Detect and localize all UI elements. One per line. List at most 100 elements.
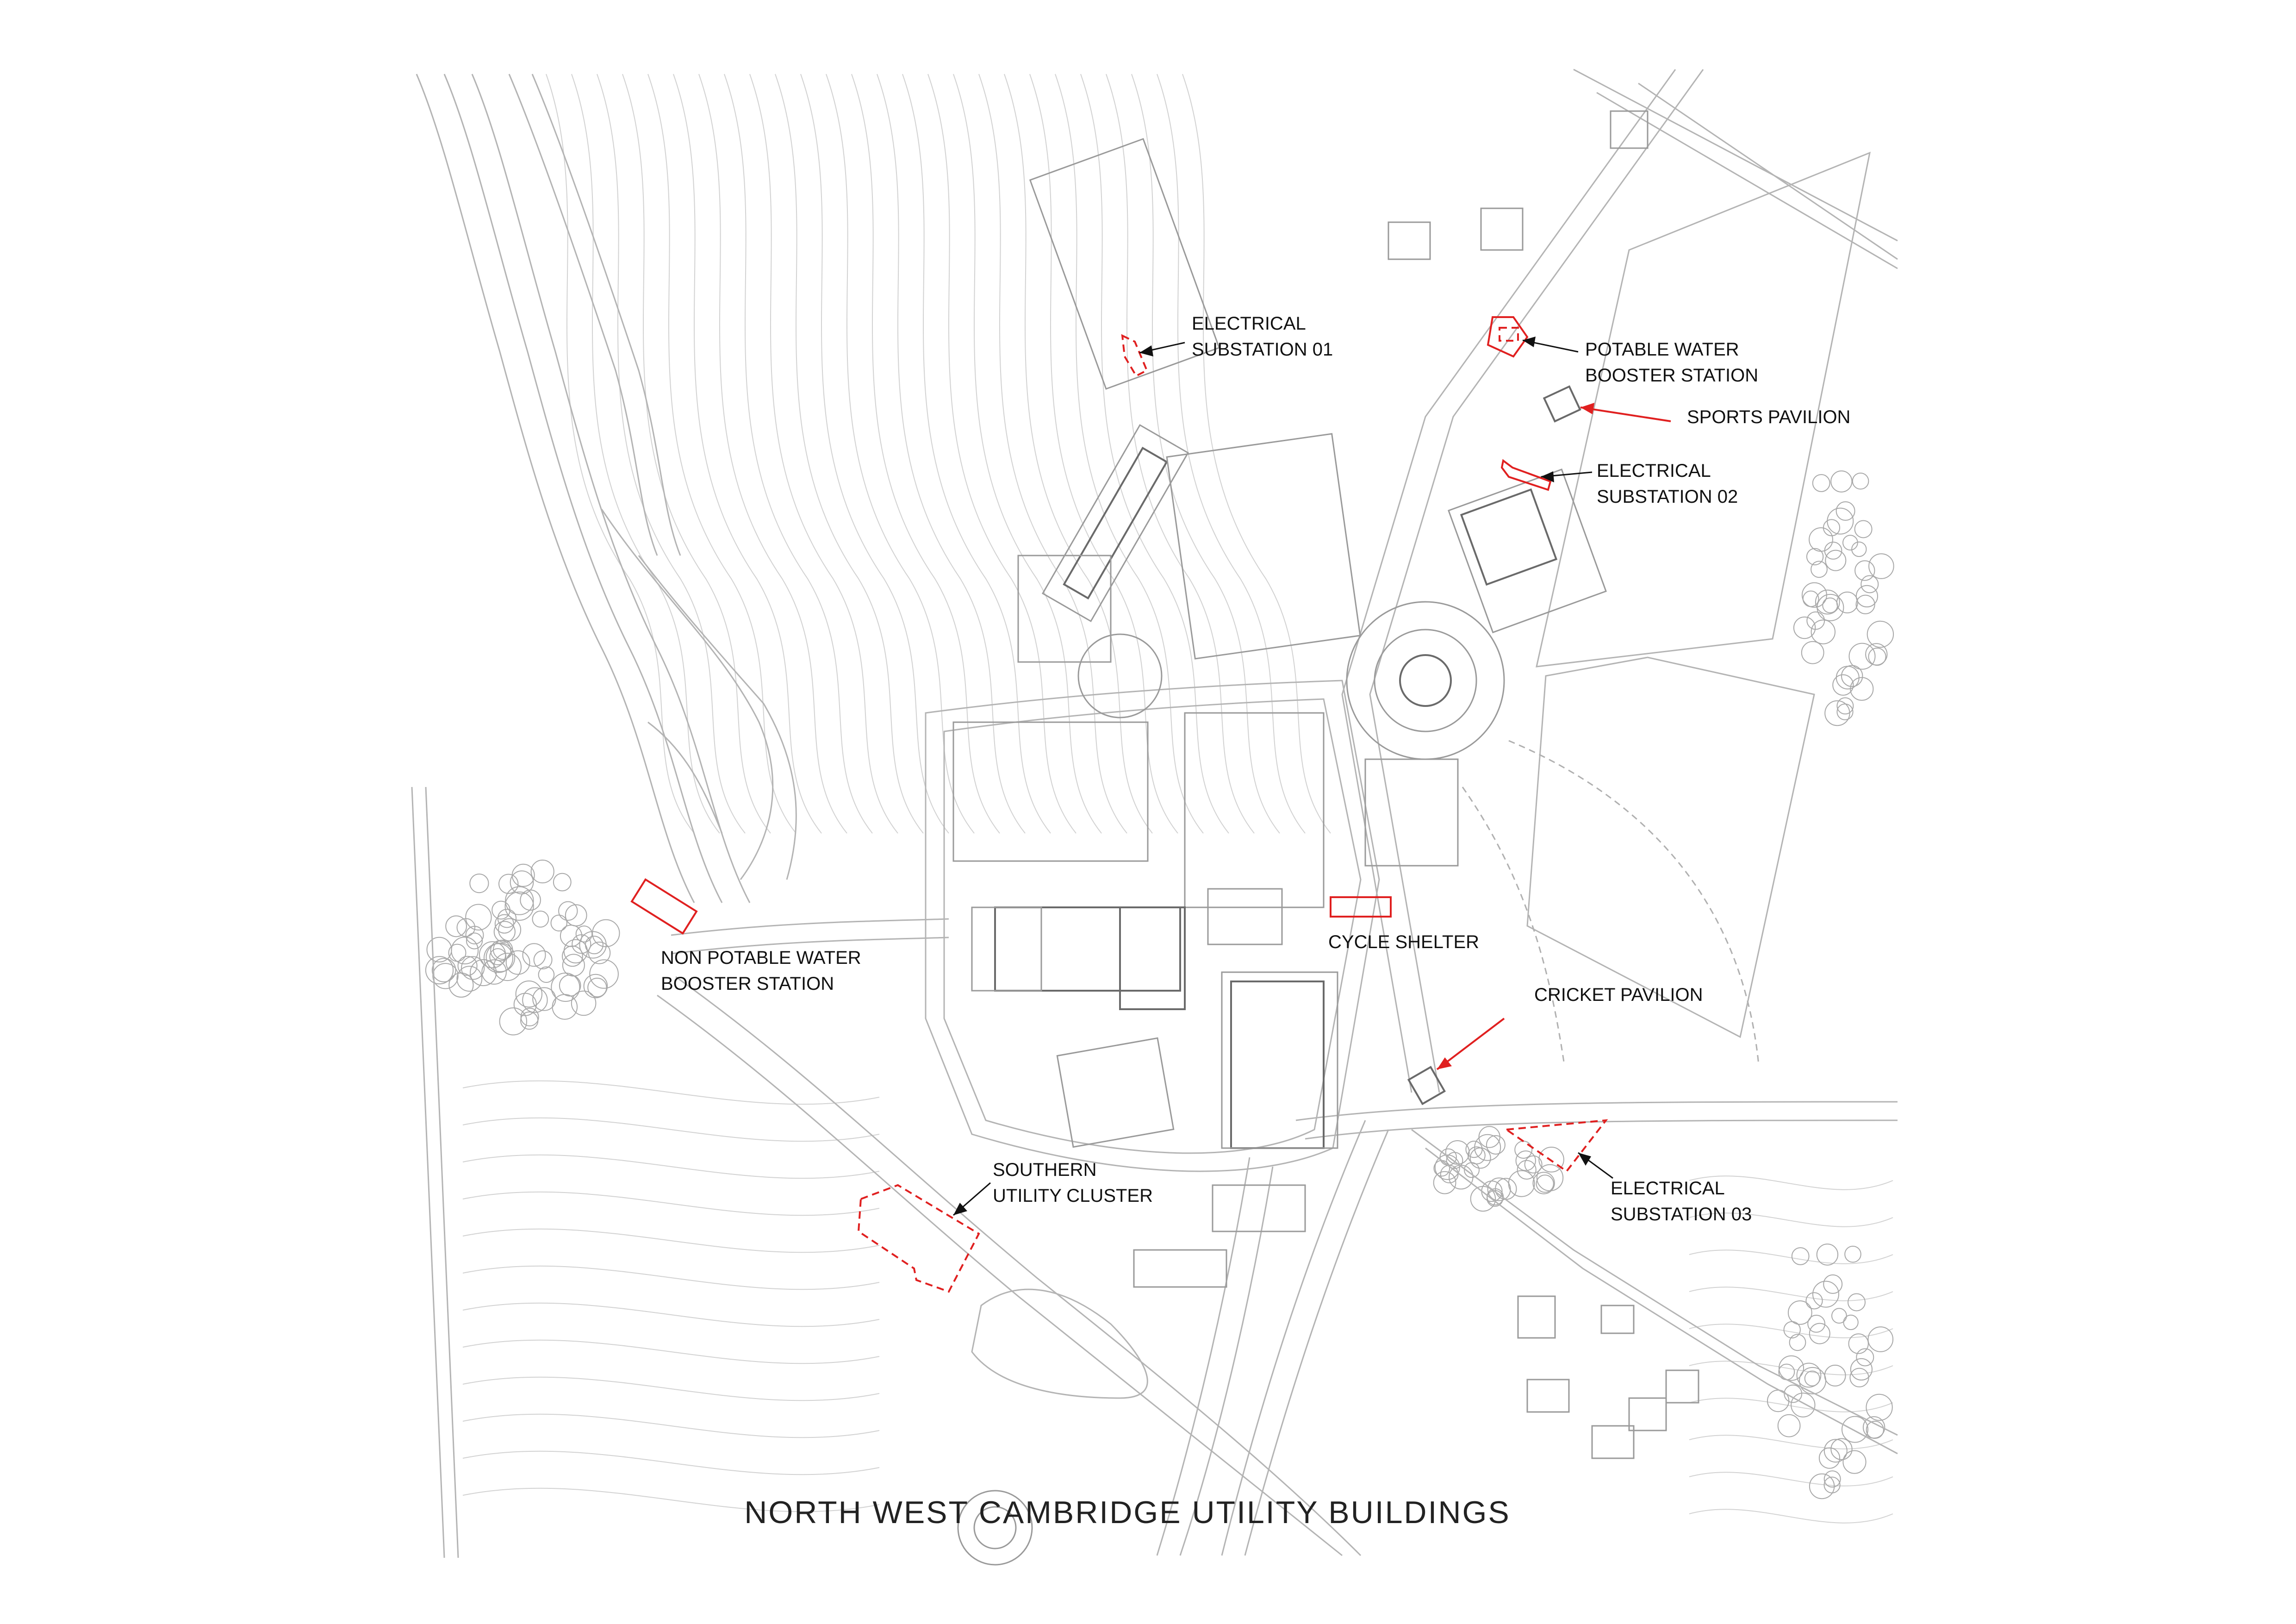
contour-line bbox=[800, 74, 949, 834]
contour-line bbox=[597, 74, 746, 834]
tree-canopy bbox=[456, 966, 483, 992]
tree-canopy bbox=[498, 874, 519, 894]
tree-canopy bbox=[1536, 1174, 1554, 1193]
roads bbox=[411, 69, 1898, 1558]
page-title: NORTH WEST CAMBRIDGE UTILITY BUILDINGS bbox=[744, 1495, 1511, 1530]
arrow-potable-water bbox=[1523, 337, 1536, 347]
tree-canopy bbox=[1809, 1323, 1830, 1344]
tree-canopy bbox=[457, 956, 478, 976]
tree-canopy bbox=[510, 870, 534, 894]
contour-line bbox=[462, 1450, 880, 1475]
map-area bbox=[403, 69, 1898, 1558]
trees-east bbox=[1433, 470, 1894, 1499]
tree-canopy bbox=[505, 886, 534, 915]
contour-line bbox=[1689, 1212, 1893, 1227]
leader-sports-pavilion bbox=[1580, 406, 1671, 422]
tree-canopy bbox=[1855, 594, 1875, 614]
label-potable-water: POTABLE WATER BOOSTER STATION bbox=[1585, 339, 1758, 386]
contour-line bbox=[775, 74, 924, 834]
tree-canopy bbox=[571, 990, 597, 1016]
cricket-pavilion-building bbox=[1407, 1066, 1446, 1106]
tree-canopy bbox=[1787, 1300, 1812, 1325]
contour-line bbox=[1131, 74, 1280, 834]
tree-canopy bbox=[1867, 1326, 1894, 1352]
tree-canopy bbox=[533, 950, 553, 969]
tree-canopy bbox=[522, 943, 546, 967]
arrow-substation-01 bbox=[1139, 345, 1153, 356]
west-embankment bbox=[416, 74, 797, 903]
contour-line bbox=[698, 74, 847, 834]
contour-line bbox=[462, 1191, 880, 1216]
contour-line bbox=[1004, 74, 1153, 834]
tree-canopy bbox=[1831, 1308, 1847, 1324]
tree-canopy bbox=[1850, 1358, 1873, 1380]
contour-line bbox=[1689, 1509, 1893, 1524]
tree-canopy bbox=[1433, 1171, 1456, 1194]
tree-canopy bbox=[1815, 589, 1840, 615]
contour-line bbox=[953, 74, 1102, 834]
tree-canopy bbox=[587, 977, 607, 998]
tree-canopy bbox=[583, 974, 608, 999]
tree-canopy bbox=[1868, 553, 1894, 579]
tree-canopy bbox=[465, 925, 484, 944]
contour-line bbox=[1689, 1175, 1893, 1190]
contour-line bbox=[462, 1339, 880, 1364]
tree-canopy bbox=[1807, 1315, 1826, 1333]
labels: ELECTRICAL SUBSTATION 01 POTABLE WATER B… bbox=[661, 313, 1850, 1224]
tree-canopy bbox=[1866, 1393, 1893, 1421]
label-sports-pavilion: SPORTS PAVILION bbox=[1687, 407, 1850, 427]
tree-canopy bbox=[1811, 561, 1828, 578]
tree-canopy bbox=[520, 1011, 539, 1030]
contour-line bbox=[462, 1265, 880, 1290]
tree-canopy bbox=[1867, 620, 1894, 648]
contour-line bbox=[1689, 1361, 1893, 1375]
tree-canopy bbox=[1851, 541, 1867, 557]
tree-canopy bbox=[493, 921, 516, 943]
tree-canopy bbox=[588, 942, 611, 964]
tree-canopy bbox=[1812, 1280, 1839, 1308]
label-southern-utility: SOUTHERN UTILITY CLUSTER bbox=[993, 1160, 1153, 1206]
tree-canopy bbox=[461, 956, 485, 980]
tree-canopy bbox=[1824, 1364, 1846, 1387]
tree-canopy bbox=[1856, 1348, 1874, 1367]
tree-canopy bbox=[1843, 1314, 1859, 1330]
contour-line bbox=[749, 74, 898, 834]
tree-canopy bbox=[1866, 1420, 1884, 1439]
tree-canopy bbox=[1777, 1414, 1801, 1437]
tree-canopy bbox=[563, 939, 588, 964]
non-potable-water-outline bbox=[630, 878, 698, 935]
utility-highlights bbox=[630, 316, 1608, 1293]
tree-canopy bbox=[1806, 548, 1824, 566]
tree-canopy bbox=[1791, 1247, 1810, 1265]
tree-canopy bbox=[494, 914, 514, 934]
tree-canopy bbox=[1538, 1147, 1564, 1173]
contour-line bbox=[1689, 1324, 1893, 1338]
contour-line bbox=[1689, 1435, 1893, 1449]
contour-line bbox=[1080, 74, 1229, 834]
contour-line bbox=[927, 74, 1076, 834]
potable-water-inner bbox=[1499, 327, 1519, 342]
contour-line bbox=[877, 74, 1026, 834]
tree-canopy bbox=[481, 959, 507, 985]
tree-canopy bbox=[1806, 611, 1825, 630]
tree-canopy bbox=[1816, 1243, 1839, 1266]
tree-canopy bbox=[445, 915, 467, 937]
tree-canopy bbox=[1823, 1439, 1848, 1463]
tree-canopy bbox=[538, 966, 555, 983]
tree-canopy bbox=[1434, 1154, 1460, 1180]
contour-line bbox=[1689, 1472, 1893, 1487]
leaders bbox=[953, 337, 1671, 1216]
leader-cricket-pavilion bbox=[1436, 1018, 1505, 1070]
tree-canopy bbox=[532, 911, 549, 928]
contour-line bbox=[462, 1117, 880, 1142]
tree-canopy bbox=[1779, 1355, 1804, 1381]
contour-line bbox=[647, 74, 796, 834]
tree-canopy bbox=[1474, 1134, 1501, 1161]
tree-canopy bbox=[1812, 474, 1830, 492]
tree-canopy bbox=[1811, 619, 1836, 644]
tree-canopy bbox=[479, 941, 506, 968]
label-substation-02: ELECTRICAL SUBSTATION 02 bbox=[1597, 461, 1738, 507]
tree-canopy bbox=[1487, 1177, 1511, 1201]
tree-canopy bbox=[1848, 1333, 1869, 1354]
tree-canopy bbox=[1524, 1155, 1543, 1174]
